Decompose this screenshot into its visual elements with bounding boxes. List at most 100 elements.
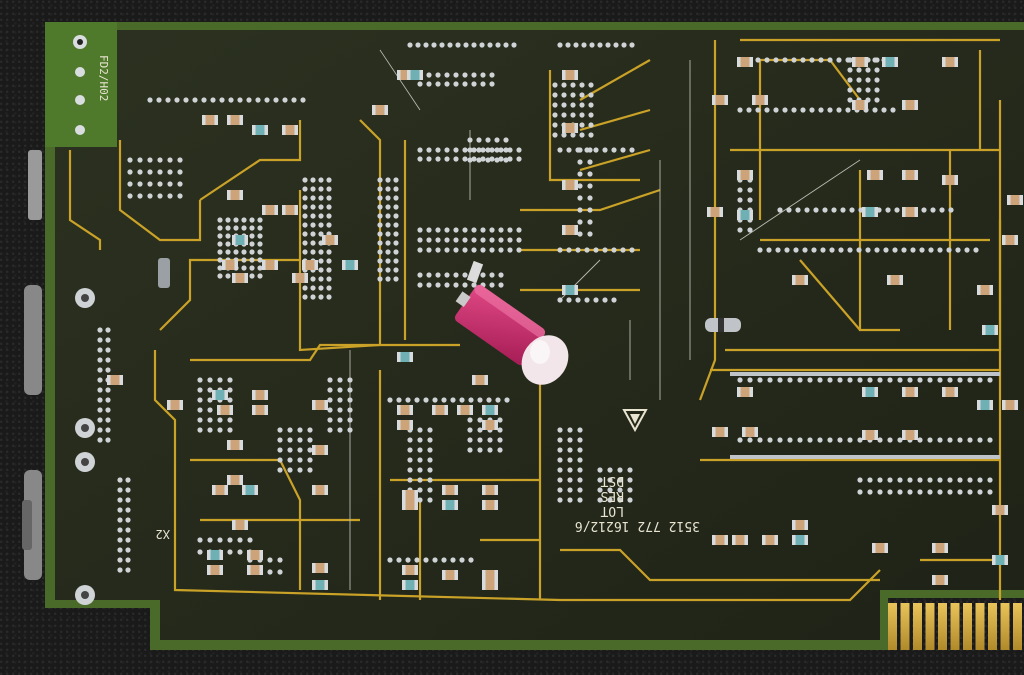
via [105,367,111,373]
via [897,489,903,495]
via [417,156,423,162]
via [497,427,503,433]
via [831,207,837,213]
via [249,233,255,239]
smd-part [862,207,878,217]
via [414,557,420,563]
smd-part [942,387,958,397]
via [577,183,583,189]
via [435,147,441,153]
smd-part [867,170,883,180]
via [326,258,332,264]
via [867,489,873,495]
via [167,181,173,187]
via [579,112,585,118]
via [480,227,486,233]
via [326,285,332,291]
smd-part [442,570,458,580]
gold-finger [913,603,922,650]
via [246,97,252,103]
via [507,227,513,233]
marking-part-number: 3512 772 16212/6 [575,518,700,533]
via [516,227,522,233]
via [396,557,402,563]
via [611,297,617,303]
via [987,477,993,483]
via [302,213,308,219]
smd-part [762,535,778,545]
via [629,42,635,48]
via [865,87,871,93]
via [125,487,131,493]
via [573,42,579,48]
via [948,207,954,213]
smd-part [932,575,948,585]
via [467,437,473,443]
via [865,247,871,253]
via [797,377,803,383]
copper-traces [68,38,1002,602]
via [629,147,635,153]
via [921,207,927,213]
via [818,107,824,113]
via [427,447,433,453]
via [552,102,558,108]
via [847,57,853,63]
smd-components [107,57,1023,590]
via [847,67,853,73]
via [836,57,842,63]
smd-part [712,427,728,437]
via [385,240,391,246]
via [480,147,486,153]
via [737,437,743,443]
via [105,417,111,423]
via [450,397,456,403]
board-edge-label: FD2/H02 [97,55,110,101]
smd-part [902,207,918,217]
via [147,97,153,103]
via [453,227,459,233]
smd-part [232,273,248,283]
smd-part [227,440,243,450]
via [577,497,583,503]
via [477,427,483,433]
via [480,156,486,162]
via [217,417,223,423]
via [277,557,283,563]
via [125,547,131,553]
via [393,177,399,183]
gold-finger [950,603,960,650]
via [497,417,503,423]
via [588,112,594,118]
smd-part [397,352,413,362]
smd-part [227,115,243,125]
via [881,107,887,113]
via [237,537,243,543]
via [857,477,863,483]
via [927,489,933,495]
via [393,231,399,237]
via [427,427,433,433]
via [747,197,753,203]
via [757,377,763,383]
via [907,477,913,483]
via [480,81,486,87]
smd-part [992,555,1008,565]
via [847,247,853,253]
via [318,213,324,219]
via [892,247,898,253]
via [964,247,970,253]
via [955,247,961,253]
via [587,147,593,153]
via [393,186,399,192]
smd-part [977,400,993,410]
via [453,156,459,162]
via [557,457,563,463]
via [552,132,558,138]
smd-part [862,387,878,397]
via [613,42,619,48]
via [377,249,383,255]
via [588,122,594,128]
via [597,477,603,483]
via [747,227,753,233]
